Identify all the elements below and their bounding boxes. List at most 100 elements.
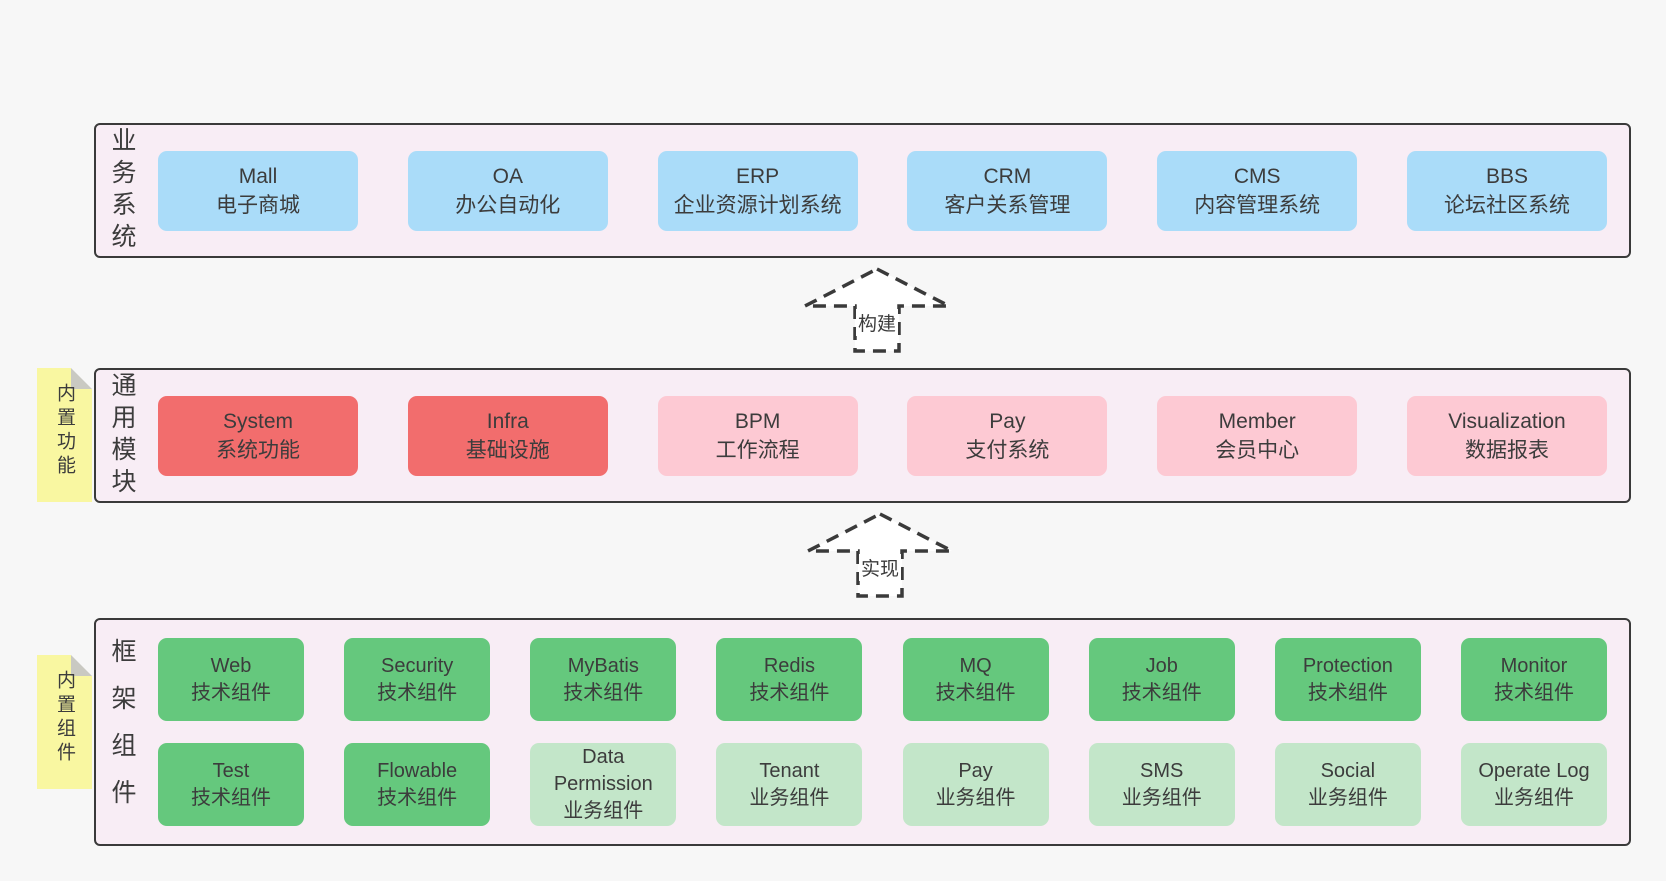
box-subtitle: 业务组件 <box>1493 786 1574 809</box>
layer-business-systems: 业务系统 Mall 电子商城 OA 办公自动化 ERP 企业资源计划系统 CRM… <box>94 123 1631 258</box>
box-system: System 系统功能 <box>158 395 358 476</box>
box-pay-component: Pay 业务组件 <box>902 743 1049 826</box>
box-subtitle: 论坛社区系统 <box>1443 193 1570 217</box>
box-job: Job 技术组件 <box>1088 638 1235 721</box>
box-title: SMS <box>1140 759 1184 782</box>
layer-framework-components: 框架组件 Web 技术组件 Security 技术组件 MyBatis 技术组件… <box>94 618 1631 846</box>
box-title: Flowable <box>377 759 458 782</box>
box-infra: Infra 基础设施 <box>407 395 608 476</box>
box-subtitle: 技术组件 <box>191 786 271 809</box>
box-title: Operate Log <box>1478 759 1590 782</box>
box-title: Test <box>212 759 250 782</box>
common-modules-label: 通用模块 <box>108 371 136 500</box>
box-title: Social <box>1320 759 1376 782</box>
box-redis: Redis 技术组件 <box>716 638 863 721</box>
box-title: MyBatis <box>567 654 639 677</box>
folded-corner-icon <box>71 655 92 676</box>
box-title: ERP <box>736 164 780 188</box>
sticky-builtin-features: 内置功能 <box>37 368 92 502</box>
framework-components-label: 框架组件 <box>108 638 136 826</box>
box-protection: Protection 技术组件 <box>1274 638 1421 721</box>
sticky-builtin-components-text: 内置组件 <box>54 670 75 766</box>
box-monitor: Monitor 技术组件 <box>1460 638 1607 721</box>
arrow-implement: 实现 <box>805 510 955 600</box>
box-title: System <box>222 409 293 433</box>
box-title: Web <box>210 654 252 677</box>
box-sms: SMS 业务组件 <box>1088 743 1235 826</box>
box-pay: Pay 支付系统 <box>907 395 1108 476</box>
box-oa: OA 办公自动化 <box>407 150 608 231</box>
box-title: Pay <box>989 409 1026 433</box>
box-title: BBS <box>1485 164 1528 188</box>
box-subtitle: 支付系统 <box>965 438 1050 462</box>
box-bpm: BPM 工作流程 <box>657 395 858 476</box>
arrow-implement-label: 实现 <box>858 554 902 581</box>
box-security: Security 技术组件 <box>344 638 491 721</box>
box-subtitle: 技术组件 <box>377 681 458 704</box>
sticky-builtin-features-text: 内置功能 <box>54 383 75 479</box>
box-flowable: Flowable 技术组件 <box>344 743 491 826</box>
box-operate-log: Operate Log 业务组件 <box>1460 743 1607 826</box>
box-title: Pay <box>958 759 993 782</box>
box-subtitle: 客户关系管理 <box>944 193 1071 217</box>
box-title: Member <box>1218 409 1296 433</box>
box-subtitle: 技术组件 <box>191 681 271 704</box>
box-mq: MQ 技术组件 <box>902 638 1049 721</box>
arrow-build: 构建 <box>802 265 952 355</box>
box-subtitle: 技术组件 <box>1307 681 1388 704</box>
box-web: Web 技术组件 <box>158 638 304 721</box>
box-subtitle: 技术组件 <box>935 681 1016 704</box>
box-visualization: Visualization 数据报表 <box>1406 395 1607 476</box>
box-subtitle: 会员中心 <box>1215 438 1300 462</box>
box-subtitle: 技术组件 <box>1121 681 1202 704</box>
arrow-build-label: 构建 <box>855 309 899 336</box>
box-tenant: Tenant 业务组件 <box>716 743 863 826</box>
framework-components-rows: Web 技术组件 Security 技术组件 MyBatis 技术组件 Redi… <box>134 638 1629 826</box>
box-subtitle: 业务组件 <box>1121 786 1202 809</box>
box-title: Redis <box>763 654 815 677</box>
box-member: Member 会员中心 <box>1157 395 1358 476</box>
box-crm: CRM 客户关系管理 <box>907 150 1108 231</box>
box-subtitle: 业务组件 <box>749 786 830 809</box>
box-subtitle: 办公自动化 <box>455 193 561 217</box>
box-subtitle: 技术组件 <box>563 681 644 704</box>
business-systems-label: 业务系统 <box>108 126 136 255</box>
box-subtitle: 基础设施 <box>465 438 550 462</box>
box-subtitle: 业务组件 <box>935 786 1016 809</box>
box-title: BPM <box>734 409 781 433</box>
box-subtitle: 技术组件 <box>377 786 458 809</box>
box-subtitle: 电子商城 <box>216 193 300 217</box>
layer-common-modules: 通用模块 System 系统功能 Infra 基础设施 BPM 工作流程 Pay… <box>94 368 1631 503</box>
box-subtitle: 系统功能 <box>216 438 300 462</box>
sticky-builtin-components: 内置组件 <box>37 655 92 789</box>
box-subtitle: 技术组件 <box>749 681 830 704</box>
box-title: Infra <box>486 409 529 433</box>
box-subtitle: 企业资源计划系统 <box>673 193 842 217</box>
box-bbs: BBS 论坛社区系统 <box>1406 150 1607 231</box>
box-mybatis: MyBatis 技术组件 <box>530 638 677 721</box>
box-title: Job <box>1145 654 1178 677</box>
box-title: OA <box>492 164 523 188</box>
box-title: CMS <box>1233 164 1281 188</box>
folded-corner-icon <box>71 368 92 389</box>
box-data-permission: Data Permission 业务组件 <box>530 743 677 826</box>
box-cms: CMS 内容管理系统 <box>1157 150 1358 231</box>
box-mall: Mall 电子商城 <box>158 150 358 231</box>
box-title: MQ <box>959 654 992 677</box>
box-test: Test 技术组件 <box>158 743 304 826</box>
box-title: CRM <box>983 164 1032 188</box>
box-subtitle: 工作流程 <box>715 438 800 462</box>
business-systems-boxes: Mall 电子商城 OA 办公自动化 ERP 企业资源计划系统 CRM 客户关系… <box>134 150 1629 231</box>
box-subtitle: 业务组件 <box>563 800 644 822</box>
box-subtitle: 内容管理系统 <box>1194 193 1321 217</box>
box-erp: ERP 企业资源计划系统 <box>657 150 858 231</box>
box-title: Security <box>381 654 454 677</box>
framework-components-row-2: Test 技术组件 Flowable 技术组件 Data Permission … <box>158 743 1607 826</box>
box-title: Data Permission <box>553 746 653 795</box>
box-title: Visualization <box>1448 409 1566 433</box>
box-title: Mall <box>238 164 278 188</box>
box-subtitle: 数据报表 <box>1464 438 1549 462</box>
box-subtitle: 业务组件 <box>1307 786 1388 809</box>
common-modules-boxes: System 系统功能 Infra 基础设施 BPM 工作流程 Pay 支付系统… <box>134 395 1629 476</box>
